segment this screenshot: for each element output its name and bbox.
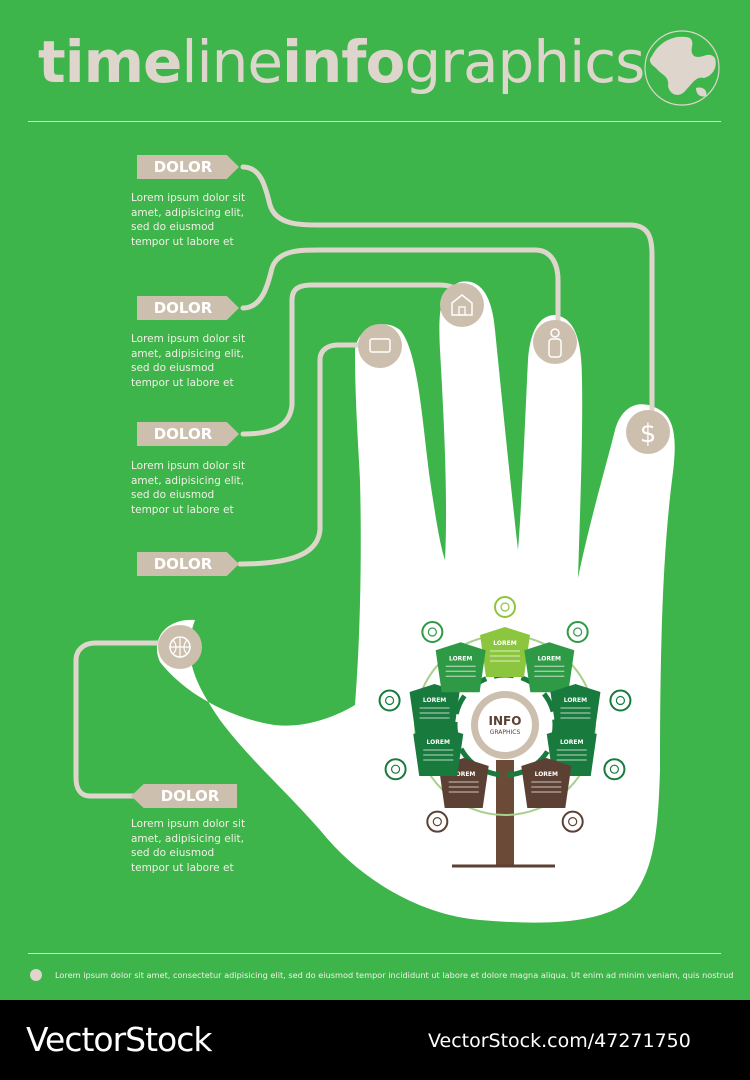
briefcase-icon — [603, 758, 626, 781]
globe-icon — [644, 30, 720, 106]
petal-icon-glyph — [384, 695, 395, 706]
tag-4: DOLOR — [137, 552, 239, 576]
petal-icon-glyph — [390, 764, 401, 774]
petal-label-4: LOREM — [560, 739, 583, 746]
hub-subtitle: GRAPHICS — [489, 729, 521, 736]
petal-icon-glyph — [568, 817, 578, 827]
footer-divider — [28, 953, 721, 954]
document-icon — [561, 810, 584, 833]
item-3-text: Lorem ipsum dolor sit amet, adipisicing … — [131, 460, 246, 516]
petal-icon-glyph — [500, 602, 510, 612]
watermark-left: VectorStock — [26, 1020, 212, 1059]
svg-text:$: $ — [640, 419, 657, 449]
header-divider — [28, 121, 721, 122]
item-1-text: Lorem ipsum dolor sit amet, adipisicing … — [131, 192, 246, 248]
footer-bullet — [30, 969, 42, 981]
petal-icon-glyph — [615, 695, 626, 706]
tag-5: DOLOR — [131, 784, 237, 808]
petal-icon-glyph — [573, 627, 583, 637]
house-icon — [384, 758, 407, 781]
laptop-icon — [358, 324, 402, 368]
phone-icon — [566, 621, 589, 644]
bulb-icon — [609, 689, 632, 712]
petal-label-6: LOREM — [452, 771, 475, 778]
petal-label-1: LOREM — [493, 640, 516, 647]
petal-label-3: LOREM — [564, 697, 587, 704]
petal-label-2: LOREM — [538, 655, 561, 662]
dollar-icon — [421, 621, 444, 644]
petal-label-5: LOREM — [535, 771, 558, 778]
person-icon — [533, 320, 577, 364]
petal-5 — [521, 757, 572, 808]
house-icon — [440, 283, 484, 327]
petal-icon-glyph — [432, 817, 442, 827]
page-title: timelineinfographics — [38, 28, 645, 96]
watermark-right: VectorStock.com/47271750 — [428, 1030, 691, 1052]
item-2-text: Lorem ipsum dolor sit amet, adipisicing … — [131, 333, 246, 389]
dollar-icon: $ — [626, 410, 670, 454]
person-icon — [494, 596, 516, 618]
petal-2 — [524, 642, 575, 693]
petal-icon-glyph — [427, 627, 437, 637]
petal-9 — [435, 642, 486, 693]
tag-2: DOLOR — [137, 296, 239, 320]
petal-7 — [413, 725, 464, 776]
chart-icon — [426, 810, 449, 833]
petal-1 — [480, 627, 530, 677]
petal-8 — [409, 684, 460, 735]
tree-infographic: LOREM LOREM LOREM LOREM LOREM LOREM LOREM LOREM… — [378, 596, 632, 868]
footer-text: Lorem ipsum dolor sit amet, consectetur … — [55, 970, 734, 980]
hub-title: INFO — [488, 714, 522, 728]
petal-label-7: LOREM — [427, 739, 450, 746]
petal-3 — [550, 684, 601, 735]
item-5-text: Lorem ipsum dolor sit amet, adipisicing … — [131, 818, 246, 874]
petal-label-9: LOREM — [449, 655, 472, 662]
petal-label-8: LOREM — [423, 697, 446, 704]
watermark-bar — [0, 1000, 750, 1080]
hand-illustration: $ LOREMLOREMLOREMLOREMLOREMLOREMLOREMLOR… — [73, 30, 720, 923]
basketball-icon — [158, 625, 202, 669]
petal-icon-glyph — [609, 764, 620, 774]
tag-3: DOLOR — [137, 422, 239, 446]
fingerprint-icon — [378, 689, 401, 712]
connector-lines — [73, 164, 655, 799]
tag-1: DOLOR — [137, 155, 239, 179]
